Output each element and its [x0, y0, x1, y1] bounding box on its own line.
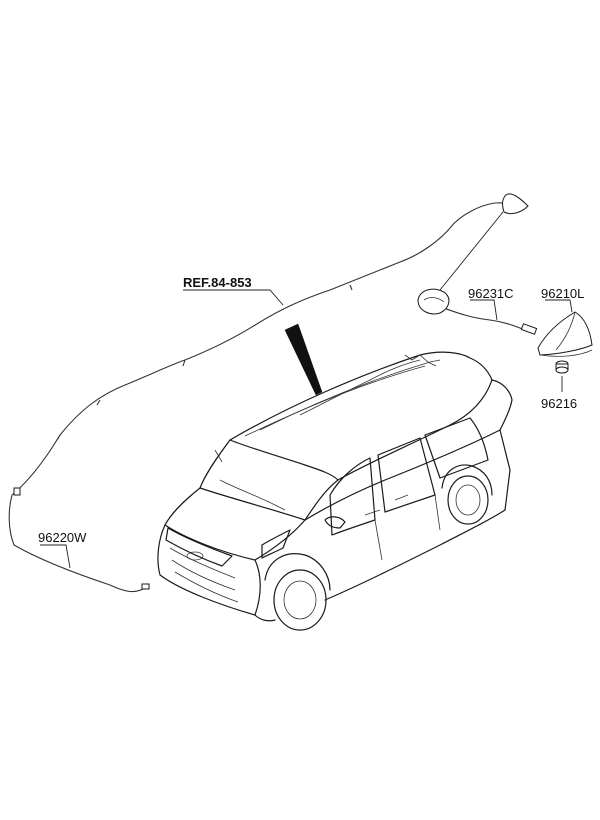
pointer-arrow [284, 323, 323, 396]
antenna-base-pad-icon [417, 288, 450, 315]
minivan-illustration [157, 351, 513, 631]
antenna-nut [555, 360, 569, 374]
front-wheel [264, 553, 331, 631]
rear-wheel [441, 464, 493, 525]
roof-cable-connector [520, 323, 538, 335]
part-label-96231c: 96231C [468, 286, 514, 301]
ref-label: REF.84-853 [183, 275, 252, 290]
antenna-mount-top [439, 193, 529, 291]
roof-antenna-cable [417, 288, 538, 335]
main-antenna-cable [8, 202, 513, 593]
cable-connector-end [13, 487, 21, 496]
part-label-96210l: 96210L [541, 286, 584, 301]
leader-lines [40, 289, 573, 569]
cable-connector-front [141, 583, 150, 590]
shark-fin-antenna [537, 311, 593, 357]
part-label-96220w: 96220W [38, 530, 87, 545]
part-label-96216: 96216 [541, 396, 577, 411]
